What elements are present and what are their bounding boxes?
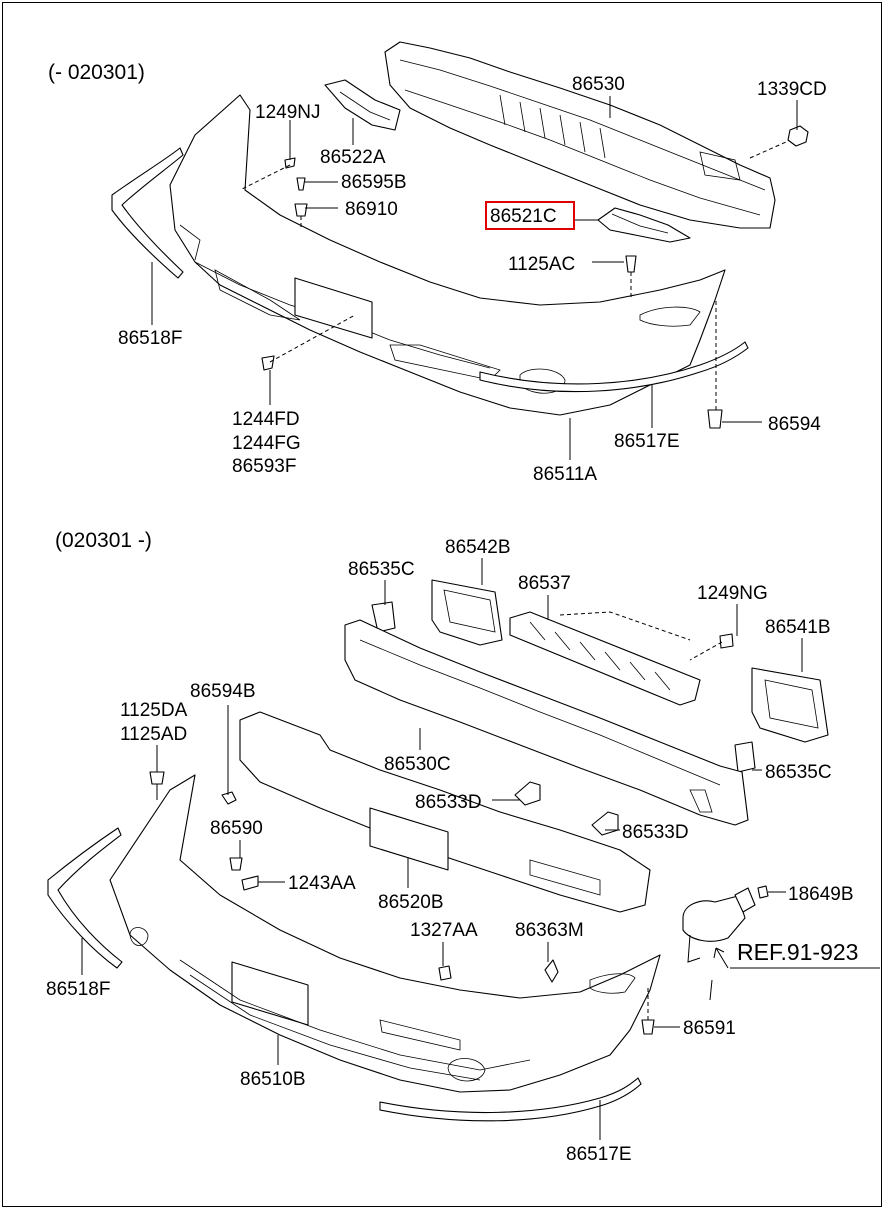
bolt-1125da xyxy=(149,771,165,785)
bottom-assembly-drawing xyxy=(47,579,829,1122)
label-18649b[interactable]: 18649B xyxy=(788,884,854,905)
screw-86363m xyxy=(544,959,559,983)
clip-86594-top xyxy=(707,409,723,429)
label-86530[interactable]: 86530 xyxy=(572,74,625,95)
bracket-86522a xyxy=(324,79,401,131)
label-1244fd[interactable]: 1244FD xyxy=(232,409,300,430)
license-plate-area-top xyxy=(294,277,373,339)
label-1339cd[interactable]: 1339CD xyxy=(757,79,827,100)
label-86533d-left[interactable]: 86533D xyxy=(415,792,482,813)
clip-86910 xyxy=(294,203,308,217)
bracket-86521c xyxy=(597,207,691,243)
label-86517e-top[interactable]: 86517E xyxy=(614,431,680,452)
screw-1243aa xyxy=(241,875,259,891)
absorber-86520b xyxy=(239,711,651,913)
clip-18649b xyxy=(757,885,769,899)
label-86522a[interactable]: 86522A xyxy=(320,147,386,168)
section-header-late: (020301 -) xyxy=(55,529,152,552)
bracket-86542b xyxy=(431,579,503,646)
label-86520b[interactable]: 86520B xyxy=(378,892,444,913)
nut-86594b xyxy=(221,791,237,805)
nut-1339cd xyxy=(787,125,809,147)
screw-86591 xyxy=(641,1019,655,1035)
label-86541b[interactable]: 86541B xyxy=(765,617,831,638)
screw-1249ng xyxy=(719,633,734,649)
label-86594-top[interactable]: 86594 xyxy=(768,414,821,435)
label-86542b[interactable]: 86542B xyxy=(445,537,511,558)
label-86530c[interactable]: 86530C xyxy=(384,754,451,775)
label-86518f-bottom[interactable]: 86518F xyxy=(46,979,110,1000)
label-ref-91-923[interactable]: REF.91-923 xyxy=(737,939,858,965)
bumper-cover-86511a xyxy=(169,94,726,416)
label-86521c[interactable]: 86521C xyxy=(490,206,557,227)
label-1125ad[interactable]: 1125AD xyxy=(120,724,187,745)
molding-86518f-bottom xyxy=(47,827,123,969)
label-1249nj[interactable]: 1249NJ xyxy=(255,102,321,123)
label-1249ng[interactable]: 1249NG xyxy=(697,583,768,604)
fog-lamp-clip xyxy=(734,887,756,913)
label-1125da[interactable]: 1125DA xyxy=(120,700,188,721)
screw-1249nj xyxy=(284,157,296,169)
beam-86530c xyxy=(344,619,749,826)
screw-1244fd xyxy=(261,355,275,371)
molding-86517e-top xyxy=(479,341,749,393)
label-86535c-right[interactable]: 86535C xyxy=(765,762,832,783)
license-plate-area-bottom xyxy=(231,961,309,1026)
label-86518f-top[interactable]: 86518F xyxy=(118,328,182,349)
bracket-86533d-left xyxy=(514,781,541,806)
label-86910[interactable]: 86910 xyxy=(345,199,398,220)
leader-lines xyxy=(81,96,880,1140)
highlight-box-86521c xyxy=(485,201,575,230)
clip-86590 xyxy=(229,857,243,871)
label-86593f[interactable]: 86593F xyxy=(232,456,296,477)
label-1243aa[interactable]: 1243AA xyxy=(288,873,356,894)
absorber-plate xyxy=(369,807,449,871)
bracket-86533d-right xyxy=(591,811,619,836)
molding-86518f-top xyxy=(111,147,184,279)
reinforcement-86537 xyxy=(509,611,701,706)
label-86511a[interactable]: 86511A xyxy=(533,464,597,485)
bumper-cover-86510b xyxy=(109,774,661,1093)
label-1327aa[interactable]: 1327AA xyxy=(410,920,478,941)
fog-lamp xyxy=(682,895,746,942)
clip-86595b xyxy=(296,177,306,191)
label-86591[interactable]: 86591 xyxy=(683,1018,736,1039)
label-1125ac[interactable]: 1125AC xyxy=(508,254,575,275)
label-86535c-top[interactable]: 86535C xyxy=(348,559,415,580)
absorber-86530 xyxy=(384,41,776,229)
bolt-1125ac xyxy=(625,255,637,273)
top-assembly-drawing xyxy=(111,41,809,429)
label-86517e-bottom[interactable]: 86517E xyxy=(566,1144,632,1165)
label-1244fg[interactable]: 1244FG xyxy=(232,433,301,454)
nut-1327aa xyxy=(438,965,452,981)
label-86363m[interactable]: 86363M xyxy=(515,920,584,941)
label-86595b[interactable]: 86595B xyxy=(341,172,407,193)
label-86510b[interactable]: 86510B xyxy=(240,1069,306,1090)
bracket-86535c-right xyxy=(734,741,756,773)
label-86590[interactable]: 86590 xyxy=(210,818,263,839)
section-header-early: (- 020301) xyxy=(48,61,145,84)
bracket-86541b xyxy=(751,667,829,743)
molding-86517e-bottom xyxy=(379,1077,642,1122)
label-86537[interactable]: 86537 xyxy=(518,573,571,594)
label-86533d-right[interactable]: 86533D xyxy=(622,822,689,843)
label-86594b[interactable]: 86594B xyxy=(190,681,256,702)
